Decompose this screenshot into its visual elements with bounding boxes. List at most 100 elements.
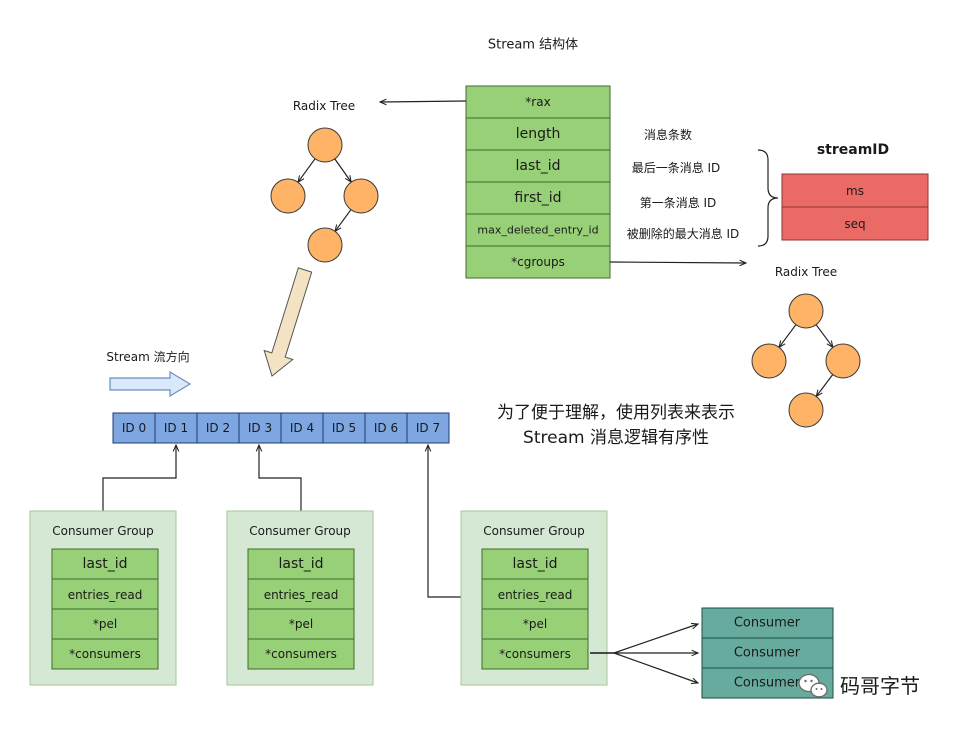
entry-cell — [406, 412, 450, 444]
group-field-label: *pel — [523, 617, 547, 631]
group-2-last-id-arrow — [259, 445, 302, 511]
tree-node — [343, 178, 379, 214]
consumer-group-2: Consumer Group last_id entries_read *pel… — [226, 510, 374, 686]
entry-cell — [112, 412, 156, 444]
note-max-deleted-id: 被删除的最大消息 ID — [627, 226, 740, 241]
group-field-label: *pel — [289, 617, 313, 631]
tree-edge — [335, 209, 352, 232]
struct-field-label: *rax — [525, 95, 550, 109]
group-field-cell — [51, 638, 159, 670]
group-field-label: *pel — [93, 617, 117, 631]
tree-edge — [334, 158, 351, 182]
note-last-id: 最后一条消息 ID — [632, 160, 721, 175]
struct-field-label: *cgroups — [511, 255, 565, 269]
group-field-cell — [481, 608, 589, 640]
consumer-group-1: Consumer Group last_id entries_read *pel… — [29, 510, 177, 686]
group-field-label: *consumers — [499, 647, 571, 661]
note-length: 消息条数 — [644, 127, 692, 142]
tree-node — [825, 343, 861, 379]
group-field-label: last_id — [512, 556, 557, 572]
group-field-cell — [247, 638, 355, 670]
group-field-label: *consumers — [69, 647, 141, 661]
tree-edge — [815, 324, 833, 348]
cgroups-radix-tree — [751, 293, 861, 428]
group-1-last-id-arrow — [102, 445, 176, 511]
entry-id: ID 7 — [416, 421, 440, 435]
struct-field-cgroups-cell — [465, 245, 611, 279]
rax-tree-label: Radix Tree — [293, 99, 355, 113]
stream-struct-title: Stream 结构体 — [488, 38, 578, 53]
struct-field-last-id-cell — [465, 149, 611, 183]
tree-node — [270, 178, 306, 214]
entry-id: ID 3 — [248, 421, 272, 435]
struct-field-first-id-cell — [465, 181, 611, 215]
entry-list: ID 0 ID 1 ID 2 ID 3 ID 4 ID 5 ID 6 ID 7 — [112, 412, 450, 444]
consumer-arrow — [590, 652, 698, 683]
entry-id: ID 5 — [332, 421, 356, 435]
flow-label: Stream 流方向 — [106, 349, 189, 364]
stream-id-field: seq — [844, 217, 865, 231]
tree-edge — [298, 158, 316, 182]
entry-cell — [238, 412, 282, 444]
consumer-group-title: Consumer Group — [249, 524, 351, 538]
struct-field-length-cell — [465, 117, 611, 151]
entry-id: ID 6 — [374, 421, 398, 435]
group-field-cell — [51, 578, 159, 610]
rax-pointer-arrow — [380, 101, 467, 102]
entry-cell — [322, 412, 366, 444]
tree-node — [788, 392, 824, 428]
cgroups-pointer-arrow — [609, 262, 746, 263]
cgroups-tree-label: Radix Tree — [775, 265, 837, 279]
consumer-label: Consumer — [734, 646, 801, 661]
group-field-label: entries_read — [68, 588, 143, 602]
stream-id-struct: ms seq — [781, 173, 929, 241]
stream-id-seq-cell — [781, 206, 929, 241]
group-field-cell — [247, 578, 355, 610]
struct-field-label: first_id — [514, 190, 561, 206]
entry-id: ID 0 — [122, 421, 146, 435]
note-first-id: 第一条消息 ID — [640, 195, 717, 210]
group-field-cell — [481, 548, 589, 580]
tree-edge — [816, 374, 834, 397]
tree-edge — [779, 324, 797, 348]
group-field-label: entries_read — [264, 588, 339, 602]
group-field-cell — [247, 548, 355, 580]
group-field-cell — [51, 608, 159, 640]
entry-id: ID 4 — [290, 421, 314, 435]
consumer-group-title: Consumer Group — [52, 524, 154, 538]
consumer-group-title: Consumer Group — [483, 524, 585, 538]
caption-line-1: 为了便于理解，使用列表来表示 — [497, 402, 735, 423]
group-field-label: last_id — [278, 556, 323, 572]
brace-connector — [757, 149, 779, 247]
group-3-last-id-arrow — [428, 445, 461, 598]
caption-line-2: Stream 消息逻辑有序性 — [523, 428, 709, 448]
entry-id: ID 1 — [164, 421, 188, 435]
entry-cell — [154, 412, 198, 444]
tree-node — [751, 343, 787, 379]
struct-field-label: max_deleted_entry_id — [477, 224, 598, 237]
stream-id-title: streamID — [817, 142, 889, 158]
pointer-arrow-icon — [263, 267, 313, 377]
group-field-cell — [481, 638, 589, 670]
entry-id: ID 2 — [206, 421, 230, 435]
struct-field-rax-cell — [465, 85, 611, 119]
tree-node — [307, 127, 343, 163]
rax-radix-tree — [270, 127, 379, 263]
group-field-label: last_id — [82, 556, 127, 572]
consumer-cell — [701, 607, 834, 639]
tree-node — [788, 293, 824, 329]
consumer-label: Consumer — [734, 676, 801, 691]
watermark-text: 码哥字节 — [840, 674, 920, 698]
group-field-label: entries_read — [498, 588, 573, 602]
struct-field-label: last_id — [515, 158, 560, 174]
stream-id-field: ms — [846, 184, 864, 198]
stream-struct: *rax length last_id first_id max_deleted… — [465, 85, 611, 279]
tree-node — [307, 227, 343, 263]
group-field-label: *consumers — [265, 647, 337, 661]
wechat-icon — [798, 673, 828, 698]
entry-cell — [280, 412, 324, 444]
group-field-cell — [51, 548, 159, 580]
group-field-cell — [481, 578, 589, 610]
struct-field-label: length — [516, 126, 561, 142]
